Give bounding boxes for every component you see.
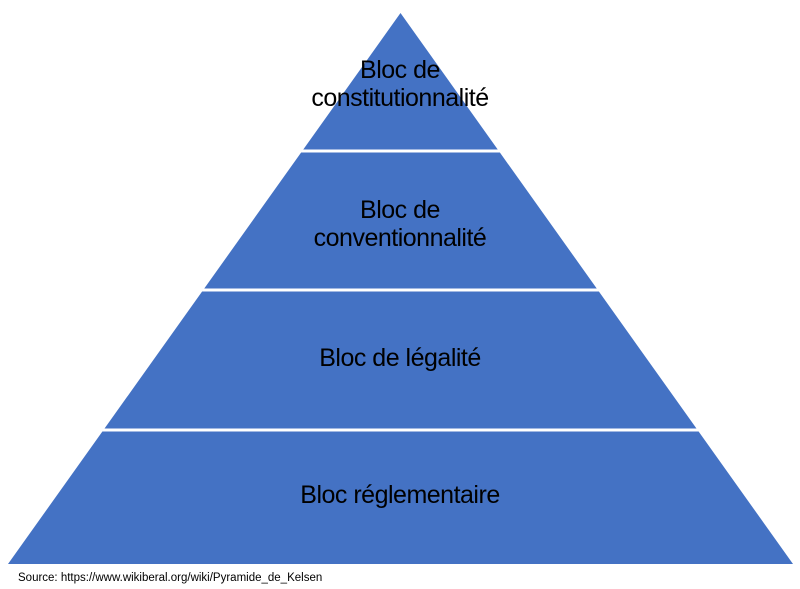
pyramid-level-2-shape xyxy=(204,152,597,289)
pyramid-level-1-shape xyxy=(303,13,498,150)
pyramid-level-3-shape xyxy=(104,291,697,429)
source-caption: Source: https://www.wikiberal.org/wiki/P… xyxy=(18,572,323,584)
pyramid-level-4-shape xyxy=(8,431,793,564)
